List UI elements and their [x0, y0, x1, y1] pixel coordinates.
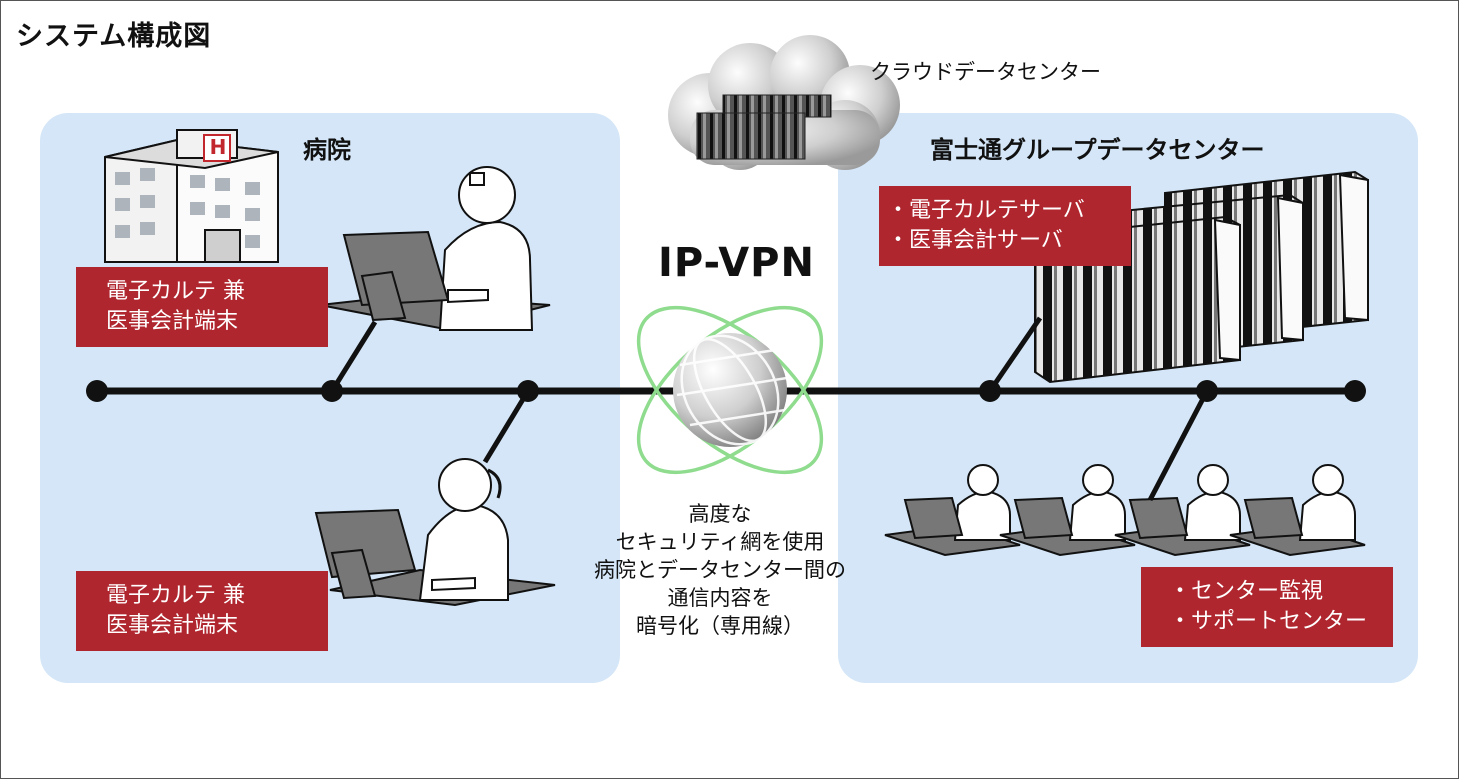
vpn-description: 高度な セキュリティ網を使用 病院とデータセンター間の 通信内容を 暗号化（専用…	[570, 500, 870, 640]
hospital-building-icon	[104, 129, 279, 263]
terminal-label-line: 電子カルテ 兼	[106, 279, 245, 304]
server-label-line: ・医事会計サーバ	[887, 228, 1063, 253]
vpn-description-line: 病院とデータセンター間の	[594, 558, 846, 582]
server-label: ・電子カルテサーバ ・医事会計サーバ	[879, 186, 1131, 266]
terminal-label-lower: 電子カルテ 兼 医事会計端末	[76, 571, 328, 651]
terminal-label-line: 医事会計端末	[106, 309, 239, 334]
datacenter-label: 富士通グループデータセンター	[930, 136, 1265, 164]
vpn-globe-icon	[636, 305, 824, 475]
terminal-label-line: 医事会計端末	[106, 613, 239, 638]
cloud-label: クラウドデータセンター	[870, 60, 1101, 84]
doctor-workstation-icon	[319, 166, 551, 332]
hospital-label: 病院	[303, 136, 351, 164]
vpn-description-line: 高度な	[688, 502, 752, 526]
server-label-line: ・電子カルテサーバ	[887, 198, 1085, 223]
network-node	[86, 380, 1366, 402]
cloud-datacenter-icon	[668, 35, 900, 170]
vpn-description-line: 通信内容を	[667, 586, 773, 610]
terminal-label-line: 電子カルテ 兼	[106, 583, 245, 608]
terminal-label-upper: 電子カルテ 兼 医事会計端末	[76, 267, 328, 347]
page-title: システム構成図	[16, 21, 212, 52]
nurse-workstation-icon	[314, 458, 556, 607]
vpn-description-line: 暗号化（専用線）	[636, 614, 804, 638]
support-label: ・センター監視 ・サポートセンター	[1141, 567, 1393, 647]
vpn-description-line: セキュリティ網を使用	[615, 530, 825, 554]
support-staff-icon	[884, 464, 1366, 557]
vpn-label: IP-VPN	[658, 240, 815, 286]
hospital-sign: H	[209, 135, 227, 159]
support-label-line: ・サポートセンター	[1169, 609, 1368, 634]
support-label-line: ・センター監視	[1169, 579, 1324, 604]
